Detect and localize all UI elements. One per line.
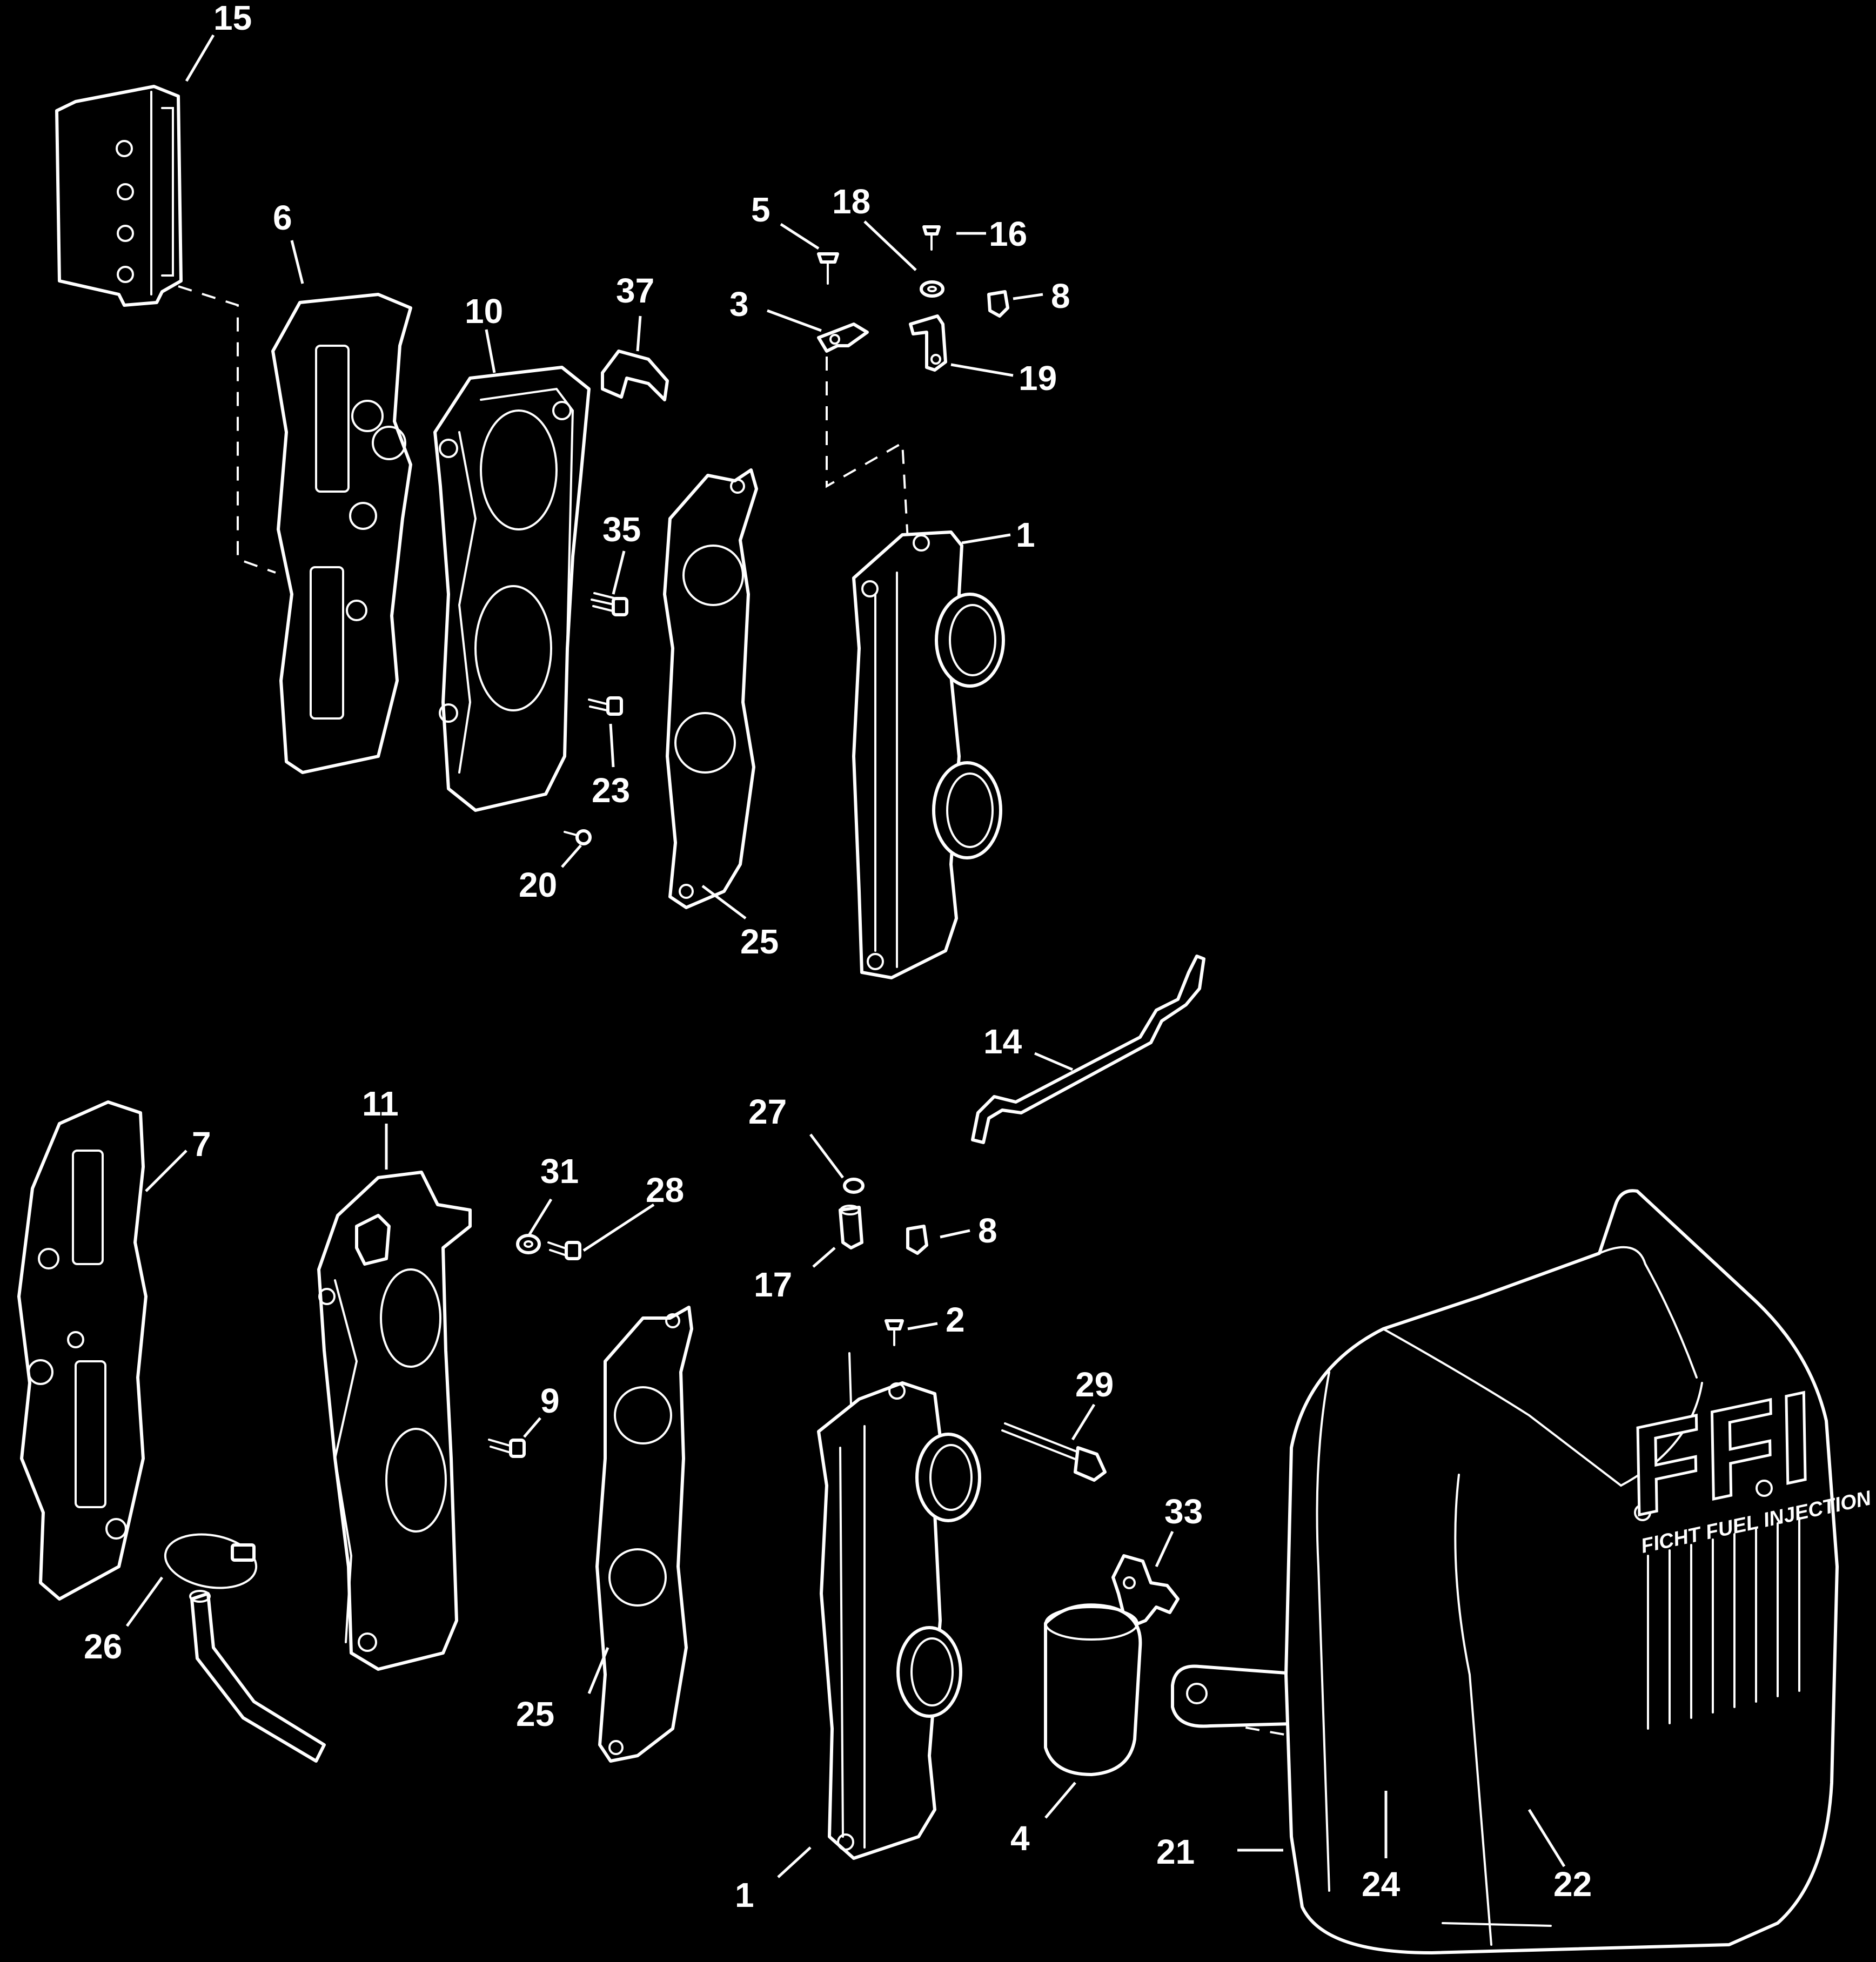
callout-8-lower: 8 <box>978 1211 997 1250</box>
callout-9: 9 <box>540 1381 560 1420</box>
callout-2: 2 <box>946 1300 965 1339</box>
part-15-cover <box>55 85 183 307</box>
callout-1-upper: 1 <box>1016 515 1035 554</box>
callout-6: 6 <box>273 198 292 237</box>
part-23-screw <box>588 696 623 716</box>
part-19-bracket <box>909 314 947 372</box>
part-20-screw <box>564 829 592 845</box>
part-37-clip <box>601 350 669 401</box>
part-1-throttle-body-upper <box>852 530 1005 979</box>
callout-24: 24 <box>1362 1865 1401 1904</box>
callout-1-lower: 1 <box>735 1876 754 1914</box>
callout-26: 26 <box>84 1627 122 1666</box>
part-16-screw <box>922 225 941 251</box>
part-26-hose-clamp <box>164 1533 326 1763</box>
part-31-nut <box>516 1234 541 1254</box>
callout-19: 19 <box>1019 359 1057 398</box>
leader-lines <box>125 34 1566 1878</box>
part-7-gasket <box>17 1100 148 1601</box>
part-9-screw <box>488 1439 526 1458</box>
callout-18: 18 <box>832 182 870 221</box>
part-2-screw <box>885 1319 904 1346</box>
callout-25-lower: 25 <box>516 1695 554 1733</box>
callout-25-upper: 25 <box>740 922 779 961</box>
callout-33: 33 <box>1164 1492 1203 1531</box>
part-27-o-ring <box>843 1178 865 1194</box>
part-8-fitting-upper <box>987 290 1009 318</box>
part-17-plug <box>839 1205 863 1249</box>
callout-31: 31 <box>540 1152 579 1191</box>
callout-22: 22 <box>1553 1865 1592 1904</box>
part-35-screw <box>591 592 628 616</box>
part-25-gasket-upper <box>663 468 758 909</box>
part-28-screw <box>547 1241 581 1260</box>
part-4-sleeve <box>1044 1603 1142 1776</box>
callout-15: 15 <box>213 0 252 37</box>
callout-17: 17 <box>754 1265 792 1304</box>
callout-16: 16 <box>989 214 1027 253</box>
callout-labels: 15 6 10 37 5 18 16 3 8 19 35 1 23 20 25 … <box>84 0 1592 1914</box>
part-5-screw <box>817 252 839 285</box>
part-18-washer <box>920 280 944 298</box>
part-8-fitting-lower <box>906 1225 928 1255</box>
part-1-throttle-body-lower <box>817 1352 981 1860</box>
callout-10: 10 <box>465 292 503 331</box>
part-21-bracket-arm <box>1171 1664 1315 1728</box>
callout-27: 27 <box>748 1092 787 1131</box>
callout-23: 23 <box>592 771 630 810</box>
callout-14: 14 <box>983 1022 1022 1061</box>
callout-21: 21 <box>1156 1832 1195 1871</box>
callout-5: 5 <box>751 190 770 229</box>
part-11-manifold <box>317 1171 472 1671</box>
part-6-gasket <box>271 293 412 774</box>
callout-29: 29 <box>1075 1365 1114 1404</box>
callout-8-upper: 8 <box>1051 277 1070 315</box>
callout-20: 20 <box>519 865 557 904</box>
part-29-bolt <box>1001 1422 1107 1482</box>
callout-11: 11 <box>362 1084 399 1123</box>
callout-4: 4 <box>1010 1819 1030 1858</box>
part-14-linkage-rod <box>971 955 1205 1144</box>
part-25-gasket-lower <box>595 1306 693 1763</box>
callout-37: 37 <box>616 271 654 310</box>
callout-7: 7 <box>192 1125 211 1164</box>
callout-28: 28 <box>646 1171 684 1210</box>
part-21-ffi-cover: FFI FICHT FUEL INJECTION <box>1284 1189 1874 1954</box>
part-10-manifold <box>433 366 591 812</box>
part-3-bracket <box>817 322 869 353</box>
callout-3: 3 <box>729 285 749 324</box>
callout-35: 35 <box>602 510 641 549</box>
